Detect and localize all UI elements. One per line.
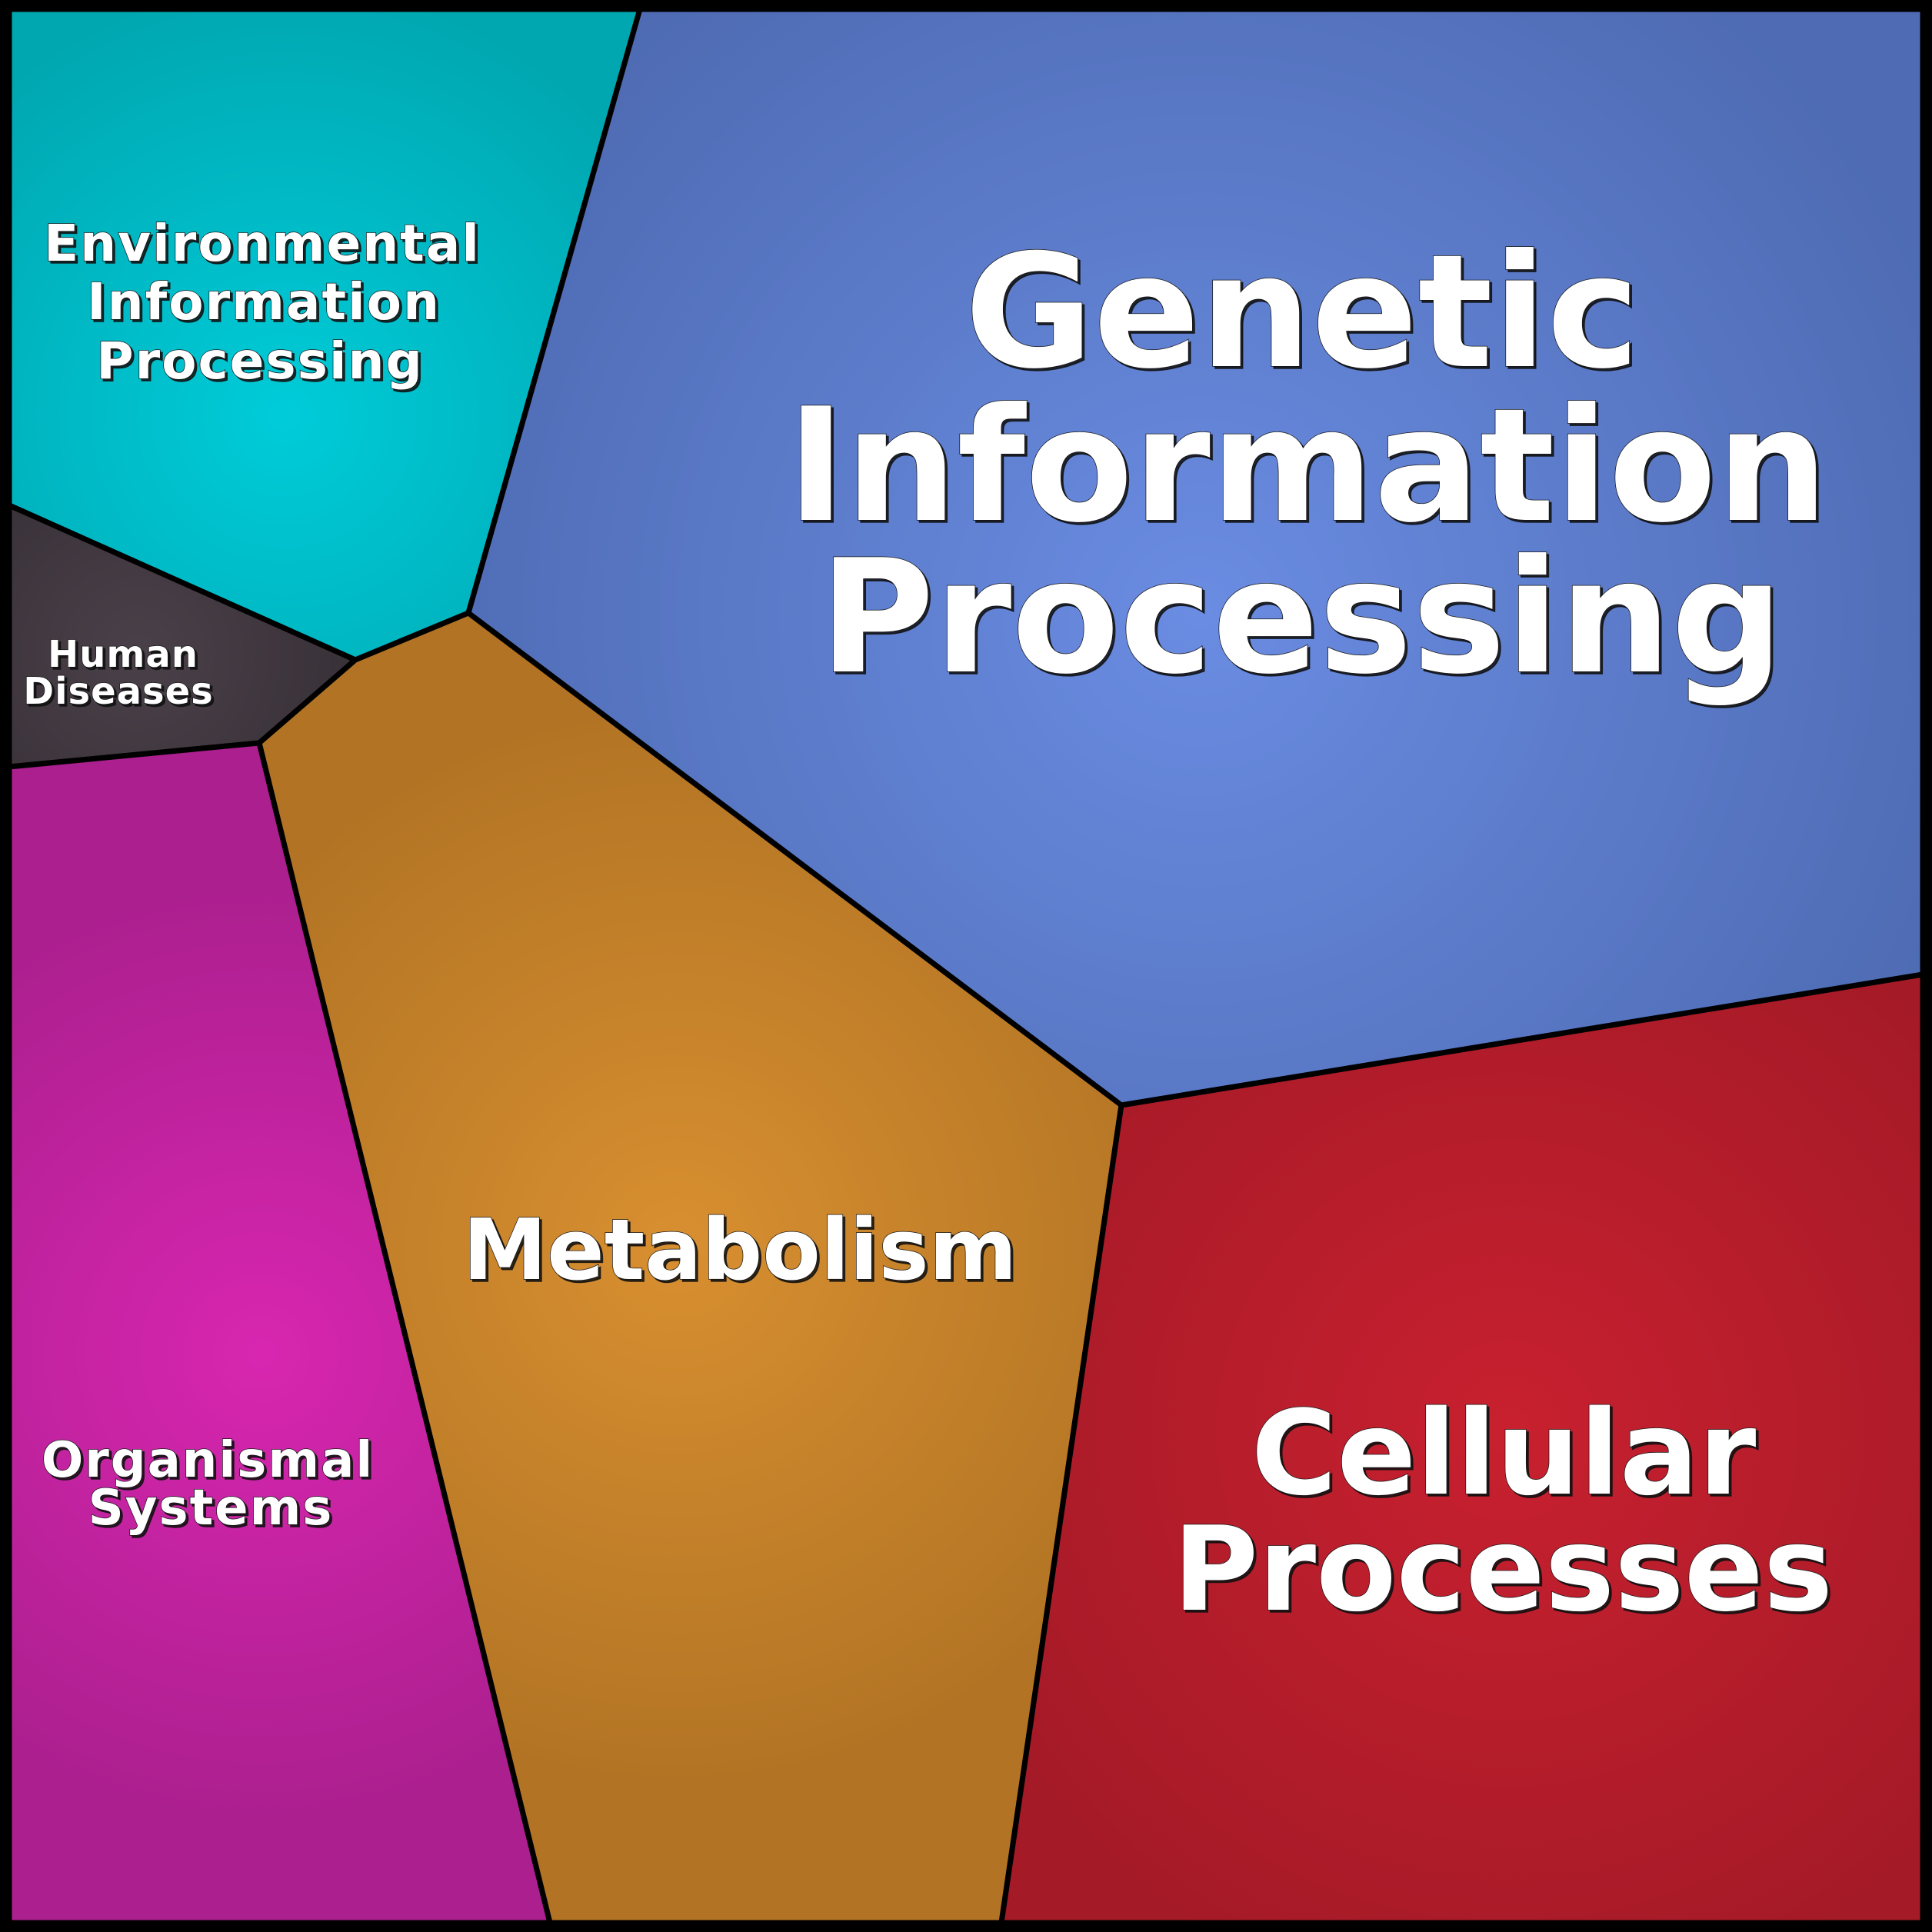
label-line-organismal-2: Systems — [88, 1480, 334, 1537]
label-line-environmental-3: Processing — [96, 331, 424, 391]
label-metabolism: Metabolism — [462, 1200, 1018, 1300]
label-cellular-processes: Cellular Processes — [1172, 1384, 1834, 1638]
label-line-human-2: Diseases — [23, 670, 214, 713]
label-line-human-1: Human — [48, 633, 198, 676]
label-organismal-systems: Organismal Systems — [41, 1431, 374, 1537]
label-line-environmental-2: Information — [87, 272, 441, 331]
label-line-metabolism-1: Metabolism — [463, 1201, 1018, 1299]
label-line-genetic-1: Genetic — [964, 222, 1640, 404]
label-environmental: Environmental Information Processing — [43, 213, 481, 391]
label-line-cellular-1: Cellular — [1251, 1385, 1757, 1521]
label-line-organismal-1: Organismal — [42, 1432, 374, 1489]
label-line-genetic-3: Processing — [819, 527, 1784, 709]
label-line-cellular-2: Processes — [1173, 1501, 1834, 1637]
label-genetic: Genetic Information Processing — [786, 221, 1828, 710]
label-line-environmental-1: Environmental — [44, 214, 481, 273]
label-line-genetic-2: Information — [787, 375, 1828, 558]
label-human-diseases: Human Diseases — [22, 632, 214, 714]
